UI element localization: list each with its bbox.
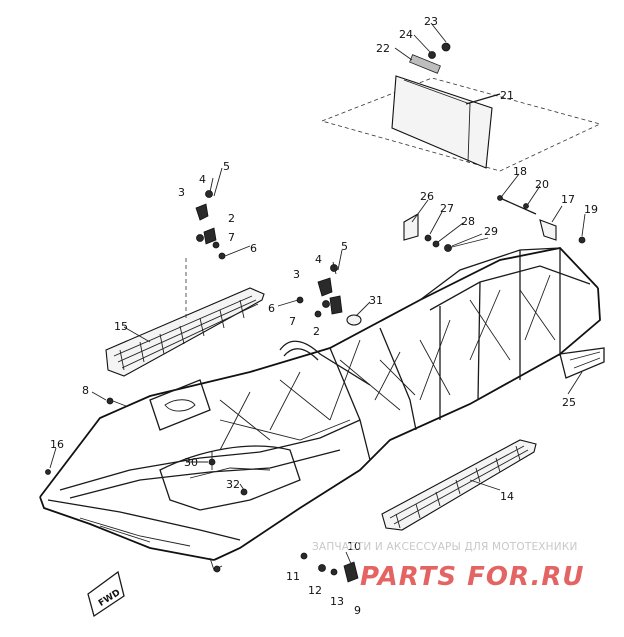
callout-22: 22 bbox=[376, 42, 390, 55]
callout-6: 6 bbox=[250, 242, 257, 255]
callout-26: 26 bbox=[420, 190, 434, 203]
callout-labels: 5 4 3 2 7 6 5 4 3 6 7 2 31 15 8 16 30 32… bbox=[50, 15, 598, 617]
callout-31: 31 bbox=[369, 294, 383, 307]
callout-20: 20 bbox=[535, 178, 549, 191]
callout-12: 12 bbox=[308, 584, 322, 597]
callout-3: 3 bbox=[178, 186, 185, 199]
callout-4b: 4 bbox=[315, 253, 322, 266]
callout-4: 4 bbox=[199, 173, 206, 186]
callout-5: 5 bbox=[223, 160, 230, 173]
callout-3b: 3 bbox=[293, 268, 300, 281]
callout-13: 13 bbox=[330, 595, 344, 608]
callout-8: 8 bbox=[82, 384, 89, 397]
callout-7b: 7 bbox=[289, 315, 296, 328]
running-board-14 bbox=[381, 439, 537, 531]
main-frame-1 bbox=[39, 247, 605, 573]
misc-fasteners bbox=[45, 397, 359, 583]
callout-19: 19 bbox=[584, 203, 598, 216]
callout-6b: 6 bbox=[268, 302, 275, 315]
callout-32: 32 bbox=[226, 478, 240, 491]
watermark-tagline: ЗАПЧАСТИ И АКСЕССУАРЫ ДЛЯ МОТОТЕХНИКИ bbox=[312, 541, 578, 553]
rear-hardware bbox=[403, 195, 586, 252]
bracket-parts-22-24 bbox=[394, 22, 451, 61]
callout-16: 16 bbox=[50, 438, 64, 451]
leader-lines bbox=[49, 173, 586, 491]
callout-9: 9 bbox=[354, 604, 361, 617]
callout-24: 24 bbox=[399, 28, 413, 41]
callout-2: 2 bbox=[228, 212, 235, 225]
callout-7: 7 bbox=[228, 231, 235, 244]
callout-15: 15 bbox=[114, 320, 128, 333]
callout-14: 14 bbox=[500, 490, 514, 503]
callout-21: 21 bbox=[500, 89, 514, 102]
cover-plate-21 bbox=[320, 54, 602, 172]
hinge-assembly-middle bbox=[277, 249, 362, 326]
callout-11: 11 bbox=[286, 570, 300, 583]
watermark-brand: PARTS FOR.RU bbox=[360, 562, 585, 592]
callout-17: 17 bbox=[561, 193, 575, 206]
callout-29: 29 bbox=[484, 225, 498, 238]
callout-28: 28 bbox=[461, 215, 475, 228]
callout-25: 25 bbox=[562, 396, 576, 409]
watermark-logo: PARTS FOR.RU bbox=[360, 562, 585, 592]
callout-5b: 5 bbox=[341, 240, 348, 253]
callout-27: 27 bbox=[440, 202, 454, 215]
hinge-assembly-upper bbox=[185, 167, 251, 320]
callout-23: 23 bbox=[424, 15, 438, 28]
front-direction-tag: FWD bbox=[87, 570, 125, 618]
callout-2b: 2 bbox=[313, 325, 320, 338]
callout-30: 30 bbox=[184, 456, 198, 469]
running-board-15 bbox=[105, 287, 265, 377]
callout-10: 10 bbox=[347, 540, 361, 553]
callout-18: 18 bbox=[513, 165, 527, 178]
